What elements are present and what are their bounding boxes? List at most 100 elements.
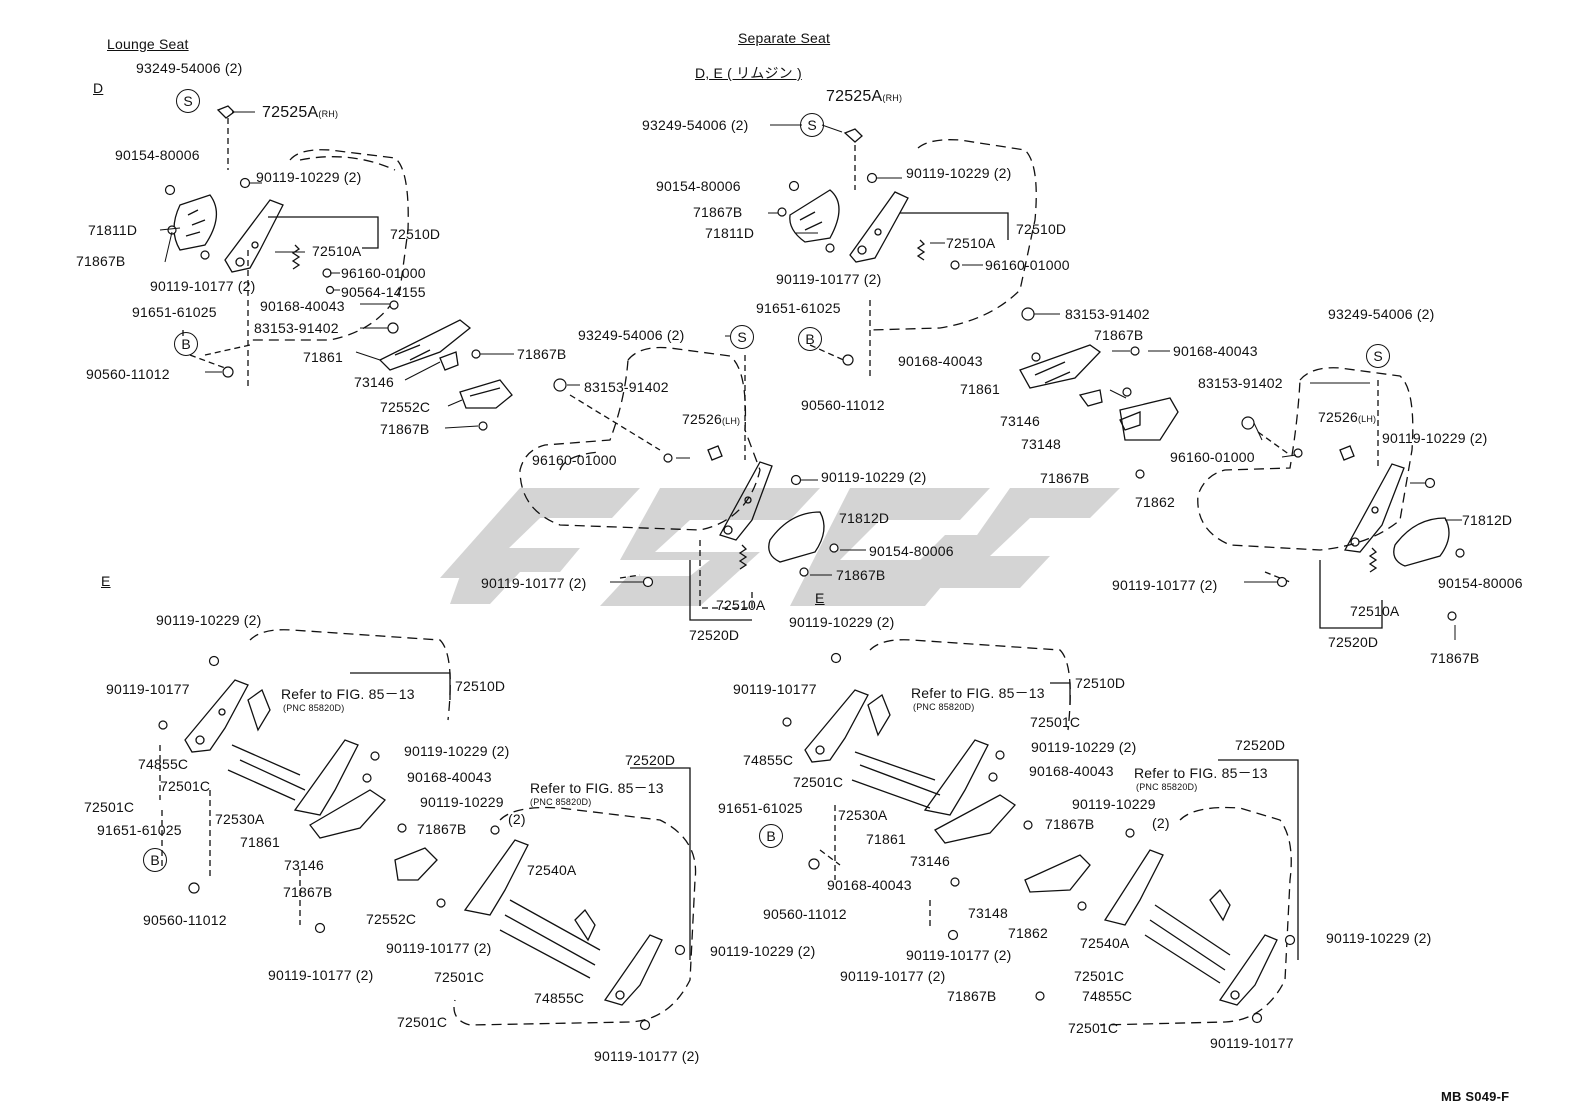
part-label: 74855C: [534, 990, 585, 1006]
part-label: 91651-61025: [756, 300, 841, 316]
part-label: 72530A: [838, 807, 888, 823]
part-label: 72510A: [946, 235, 996, 251]
part-label: (PNC 85820D): [913, 702, 975, 712]
heading-d: D: [93, 80, 104, 96]
part-label: 91651-61025: [132, 304, 217, 320]
part-label: 71861: [866, 831, 906, 847]
part-label: 72510D: [390, 226, 441, 242]
part-label: 72520D: [625, 752, 676, 768]
part-label: 72520D: [689, 627, 740, 643]
part-label: 90154-80006: [656, 178, 741, 194]
part-label: Refer to FIG. 85－13: [281, 686, 415, 702]
part-side: (RH): [882, 93, 903, 103]
part-label: 71867B: [947, 988, 997, 1004]
part-label: 90119-10229 (2): [710, 943, 816, 959]
fasteners: [158, 172, 1465, 1031]
watermark-logo: [440, 488, 1120, 606]
callout-b: B: [143, 848, 167, 872]
part-label: 72501C: [84, 799, 135, 815]
part-label: 90119-10229 (2): [821, 469, 927, 485]
part-label: 72552C: [366, 911, 417, 927]
part-label: 90119-10177 (2): [906, 947, 1012, 963]
leader-lines: [159, 111, 1462, 640]
part-label: 71867B: [283, 884, 333, 900]
heading-e-left: E: [101, 573, 111, 589]
part-label: Refer to FIG. 85－13: [530, 780, 664, 796]
part-label: 73146: [284, 857, 324, 873]
part-label: 91651-61025: [718, 800, 803, 816]
part-label: 71862: [1008, 925, 1048, 941]
part-label: 90119-10229 (2): [404, 743, 510, 759]
part-label: 71861: [960, 381, 1000, 397]
part-label: 72510A: [1350, 603, 1400, 619]
part-label: 90168-40043: [407, 769, 492, 785]
part-label: 90119-10229: [420, 794, 504, 810]
part-label: 90119-10177 (2): [594, 1048, 700, 1064]
part-label: 72501C: [160, 778, 211, 794]
part-label: 90119-10177 (2): [268, 967, 374, 983]
part-label: 71861: [240, 834, 280, 850]
part-label: 71867B: [1430, 650, 1480, 666]
part-label: 74855C: [1082, 988, 1133, 1004]
part-side: (RH): [318, 109, 339, 119]
part-label: 90154-80006: [115, 147, 200, 163]
part-label: 90564-14155: [341, 284, 426, 300]
part-label: 72510D: [1075, 675, 1126, 691]
part-label: 90168-40043: [827, 877, 912, 893]
part-label: (2): [508, 811, 526, 827]
part-side: (LH): [721, 416, 741, 426]
heading-de: D, E ( リムジン ): [695, 65, 802, 81]
part-label: 72526(LH): [1318, 409, 1376, 425]
part-label: 90119-10229 (2): [906, 165, 1012, 181]
part-label: 71867B: [693, 204, 743, 220]
part-label: 83153-91402: [254, 320, 339, 336]
callout-b: B: [759, 824, 783, 848]
part-label: 90119-10229: [1072, 796, 1156, 812]
part-label: 72510D: [1016, 221, 1067, 237]
part-number: 72526: [1318, 409, 1358, 425]
part-label: 72525A(RH): [826, 88, 902, 105]
part-label: 90119-10177 (2): [840, 968, 946, 984]
part-label: 71867B: [517, 346, 567, 362]
part-label: 73148: [968, 905, 1008, 921]
part-label: 72552C: [380, 399, 431, 415]
separate-seat-de-top-assembly: [789, 128, 1179, 441]
part-label: 93249-54006 (2): [642, 117, 749, 133]
part-label: 72530A: [215, 811, 265, 827]
lower-right-e-assembly: [804, 639, 1299, 1026]
part-label: 73146: [354, 374, 394, 390]
part-label: 71867B: [417, 821, 467, 837]
part-label: 90119-10229 (2): [1326, 930, 1432, 946]
part-number: 72526: [682, 411, 722, 427]
part-label: 72520D: [1328, 634, 1379, 650]
part-label: 90119-10229 (2): [1382, 430, 1488, 446]
part-label: 73146: [910, 853, 950, 869]
part-label: 71812D: [1462, 512, 1513, 528]
part-label: 72501C: [1068, 1020, 1119, 1036]
part-label: 90119-10177 (2): [1112, 577, 1218, 593]
part-label: 90560-11012: [763, 906, 847, 922]
part-label: 90119-10229 (2): [256, 169, 362, 185]
part-label: 90168-40043: [1173, 343, 1258, 359]
heading-separate-seat: Separate Seat: [738, 30, 831, 46]
part-label: 96160-01000: [532, 452, 617, 468]
part-label: (PNC 85820D): [283, 703, 345, 713]
part-label: Refer to FIG. 85－13: [1134, 765, 1268, 781]
part-label: 71867B: [380, 421, 430, 437]
center-seat-assembly: [519, 346, 825, 621]
part-label: 90560-11012: [86, 366, 170, 382]
callout-s: S: [730, 325, 754, 349]
lower-left-e-assembly: [159, 629, 697, 1026]
callout-s: S: [176, 89, 200, 113]
callout-s: S: [1366, 344, 1390, 368]
part-label: 90119-10177: [733, 681, 817, 697]
part-label: 72540A: [527, 862, 577, 878]
part-label: 83153-91402: [584, 379, 669, 395]
part-label: 90119-10177 (2): [386, 940, 492, 956]
part-label: 90119-10229 (2): [156, 612, 262, 628]
part-label: 73146: [1000, 413, 1040, 429]
part-label: 90560-11012: [801, 397, 885, 413]
part-label: 71867B: [76, 253, 126, 269]
heading-e-mid: E: [815, 590, 825, 606]
